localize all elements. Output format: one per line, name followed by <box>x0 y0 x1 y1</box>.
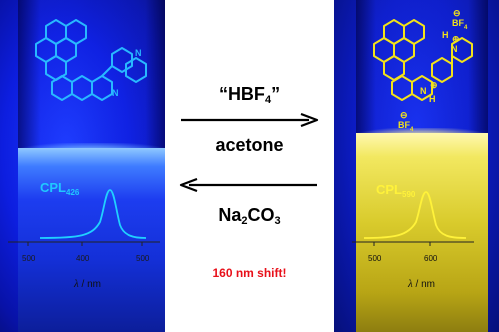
forward-arrow <box>181 113 319 127</box>
tick-label-left-500b: 500 <box>136 254 150 263</box>
reagent-reverse: Na2CO3 <box>218 205 281 227</box>
bf4-label-top: BF4 <box>452 18 468 31</box>
tick-label-left-500a: 500 <box>22 254 36 263</box>
n-label-top: N <box>451 44 458 54</box>
axis-title-right: λ / nm <box>408 278 435 290</box>
shift-note: 160 nm shift! <box>212 266 287 280</box>
left-n-label-2: N <box>135 48 142 58</box>
bf4-label-lower: BF4 <box>398 120 414 133</box>
right-vial-photo: ⊖ BF4 H ⊕ N N H ⊕ ⊖ BF4 CPL590 500 600 λ… <box>334 0 499 332</box>
cpl-label-right: CPL590 <box>376 182 416 199</box>
cpl-spectrum-right <box>352 191 474 246</box>
tick-label-left-400: 400 <box>76 254 90 263</box>
reagent-forward: “HBF4” <box>218 84 281 106</box>
plus-charge-lower: ⊕ <box>430 80 438 90</box>
helicene-bipyridine-structure-left: N N <box>35 19 147 101</box>
cpl-curve-left <box>39 189 147 239</box>
reaction-scheme: “HBF4” acetone Na2CO3 160 nm shift! <box>165 0 334 332</box>
tick-label-right-600: 600 <box>424 254 438 263</box>
blue-solution <box>18 148 165 332</box>
reverse-arrow <box>179 178 317 192</box>
cpl-curve-right <box>363 191 467 239</box>
plus-charge-top: ⊕ <box>452 34 460 44</box>
left-n-label-1: N <box>112 88 119 98</box>
cpl-spectrum-left <box>8 189 160 246</box>
h-label-lower: H <box>429 94 436 104</box>
axis-title-left: λ / nm <box>74 278 101 290</box>
left-vial-photo: N N CPL426 500 400 500 λ / nm <box>0 0 165 332</box>
n-label-lower: N <box>420 86 427 96</box>
tick-label-right-500: 500 <box>368 254 382 263</box>
helicene-bipyridinium-structure-right <box>373 19 473 101</box>
solvent-label: acetone <box>215 135 284 155</box>
cpl-label-left: CPL426 <box>40 180 80 197</box>
minus-charge-lower: ⊖ <box>400 110 408 120</box>
minus-charge-top: ⊖ <box>453 8 461 18</box>
h-label-top: H <box>442 30 449 40</box>
yellow-solution <box>356 133 488 332</box>
